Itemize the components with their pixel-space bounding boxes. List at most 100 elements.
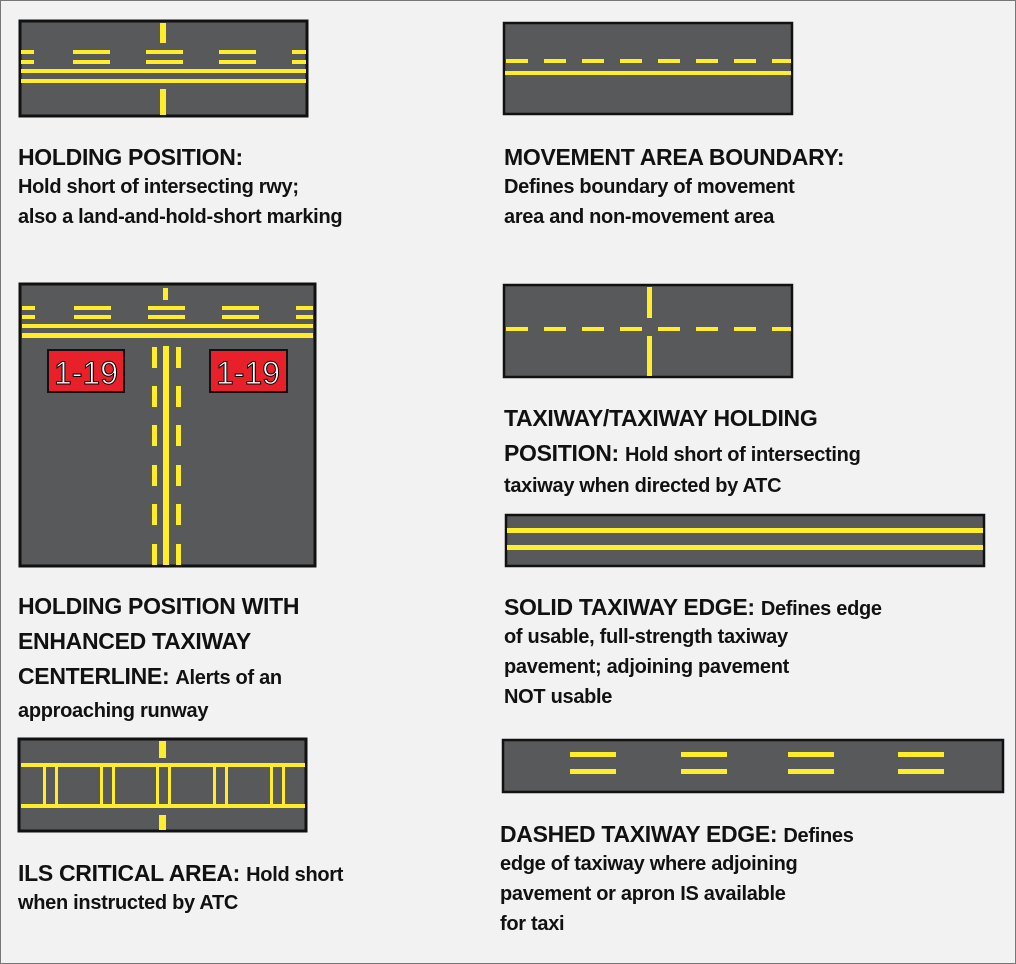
label-line: HOLDING POSITION WITH [18, 589, 300, 624]
solid-taxiway-edge-marking [504, 513, 986, 568]
label-line: also a land-and-hold-short marking [18, 202, 343, 232]
label-line: for taxi [500, 909, 854, 939]
dash [176, 347, 181, 368]
label-heading: ILS CRITICAL AREA: [18, 860, 247, 886]
dash [74, 315, 111, 319]
label-description: also a land-and-hold-short marking [18, 206, 343, 228]
dash [788, 769, 834, 774]
label-line: pavement; adjoining pavement [504, 652, 882, 682]
taxiway-holding-marking [502, 283, 794, 379]
dash [544, 59, 566, 63]
dash [544, 327, 566, 331]
dash [658, 327, 680, 331]
label-line: pavement or apron IS available [500, 879, 854, 909]
label-heading: HOLDING POSITION WITH [18, 593, 300, 619]
rung [213, 765, 216, 807]
dash [176, 504, 181, 525]
rung [270, 765, 273, 807]
label-line: HOLDING POSITION: [18, 142, 342, 172]
dash [788, 752, 834, 757]
label-line: SOLID TAXIWAY EDGE: Defines edge [504, 592, 882, 622]
dash [21, 50, 34, 54]
dash [146, 50, 183, 54]
solid-taxiway-edge-label: SOLID TAXIWAY EDGE: Defines edge of usabl… [504, 592, 882, 712]
label-description: pavement; adjoining pavement [504, 656, 789, 678]
dash [176, 386, 181, 407]
dash [146, 60, 183, 64]
dash [148, 306, 185, 310]
dash [296, 306, 313, 310]
dash [681, 752, 727, 757]
label-description: of usable, full-strength taxiway [504, 626, 788, 648]
label-line: MOVEMENT AREA BOUNDARY: [504, 142, 845, 172]
rung [168, 765, 171, 807]
label-description: Hold short of intersecting rwy; [18, 176, 299, 198]
label-line: ILS CRITICAL AREA: Hold short [18, 858, 343, 888]
dash [772, 327, 791, 331]
sign-text: 1-19 [216, 355, 280, 391]
label-description: taxiway when directed by ATC [504, 475, 782, 497]
label-line: ENHANCED TAXIWAY [18, 624, 299, 659]
label-description: Defines boundary of movement [504, 176, 795, 198]
dash [222, 315, 259, 319]
label-heading: HOLDING POSITION: [18, 144, 243, 170]
dash [696, 59, 718, 63]
rung [282, 765, 285, 807]
holding-position-label: HOLDING POSITION: Hold short of intersect… [18, 142, 343, 232]
dash [73, 60, 110, 64]
enhanced-centerline-marking: 1-19 1-19 [18, 282, 317, 568]
label-description: NOT usable [504, 686, 613, 708]
label-description: Hold short [246, 864, 344, 886]
label-line: POSITION: Hold short of intersecting [504, 436, 861, 471]
dash [582, 327, 604, 331]
label-line: NOT usable [504, 682, 882, 712]
dash [152, 425, 157, 446]
dash [620, 59, 642, 63]
dash [506, 59, 528, 63]
rung [55, 765, 58, 807]
rung [225, 765, 228, 807]
label-heading: MOVEMENT AREA BOUNDARY: [504, 144, 845, 170]
label-description: Alerts of an [175, 667, 282, 689]
label-description: Hold short of intersecting [624, 444, 861, 466]
label-heading: CENTERLINE: [18, 663, 176, 689]
label-line: Hold short of intersecting rwy; [18, 172, 342, 202]
label-description: for taxi [500, 913, 565, 935]
runway-sign-right: 1-19 [209, 349, 288, 393]
dash [152, 465, 157, 486]
label-heading: SOLID TAXIWAY EDGE: [504, 594, 761, 620]
dash [570, 769, 616, 774]
label-description: when instructed by ATC [18, 892, 239, 914]
label-description: area and non-movement area [504, 206, 775, 228]
dash [658, 59, 680, 63]
rung [112, 765, 115, 807]
label-line: taxiway when directed by ATC [504, 471, 861, 501]
dash [176, 465, 181, 486]
dash [219, 60, 256, 64]
dash [152, 544, 157, 565]
dash [772, 59, 791, 63]
movement-area-boundary-marking [502, 21, 794, 116]
movement-area-boundary-label: MOVEMENT AREA BOUNDARY: Defines boundary … [504, 142, 845, 232]
dash [222, 306, 259, 310]
holding-position-marking [18, 19, 309, 118]
dash [506, 327, 528, 331]
ils-critical-area-label: ILS CRITICAL AREA: Hold short when instru… [18, 858, 343, 918]
dash [696, 327, 718, 331]
ils-critical-area-marking [17, 737, 308, 833]
label-line: of usable, full-strength taxiway [504, 622, 882, 652]
dash [22, 315, 35, 319]
enhanced-centerline-label: HOLDING POSITION WITH ENHANCED TAXIWAY CEN… [18, 589, 300, 729]
dash [681, 769, 727, 774]
rung [43, 765, 46, 807]
label-heading: POSITION: [504, 440, 625, 466]
dash [620, 327, 642, 331]
label-line: area and non-movement area [504, 202, 844, 232]
rung [100, 765, 103, 807]
label-heading: ENHANCED TAXIWAY [18, 628, 251, 654]
dash [152, 347, 157, 368]
label-line: approaching runway [18, 694, 299, 729]
label-description: edge of taxiway where adjoining [500, 853, 798, 875]
dash [219, 50, 256, 54]
